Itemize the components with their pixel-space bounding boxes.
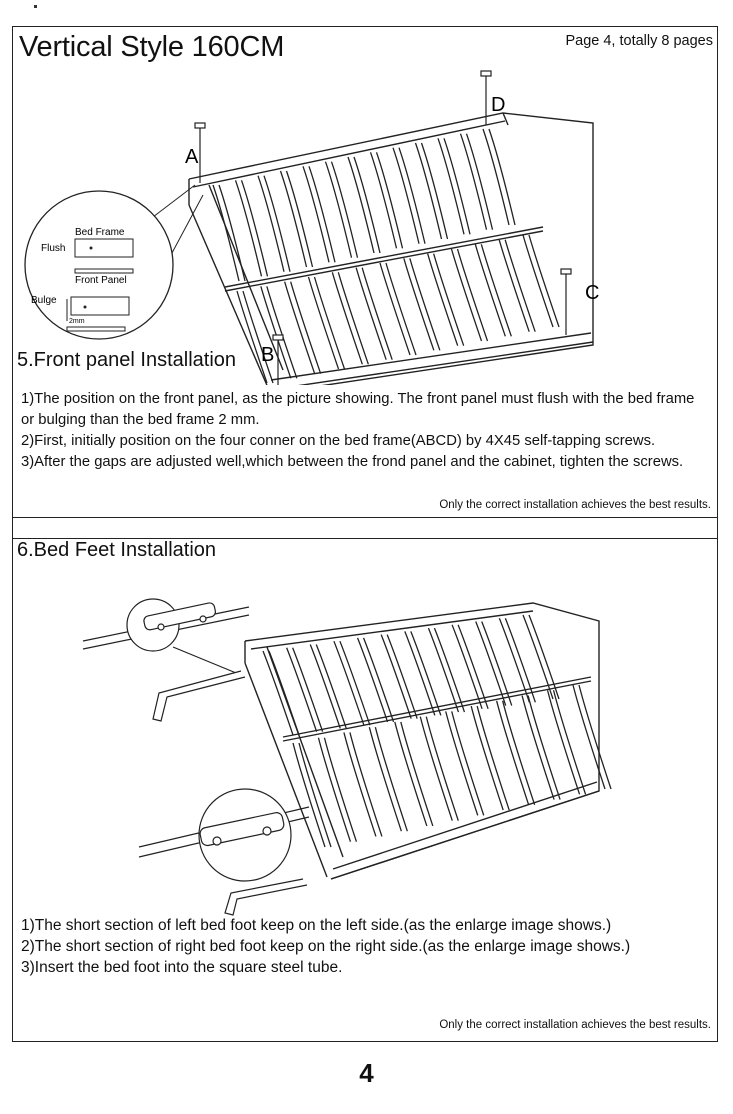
bed-frame-label: Bed Frame xyxy=(75,227,125,238)
page-frame: Vertical Style 160CM Page 4, totally 8 p… xyxy=(12,26,718,1042)
point-a-label: A xyxy=(185,146,199,168)
section-6-instructions: 1)The short section of left bed foot kee… xyxy=(21,915,711,978)
section-divider-1 xyxy=(13,517,717,518)
section-divider-2 xyxy=(13,538,717,539)
bulge-label: Bulge xyxy=(31,295,57,306)
section-5-heading: 5.Front panel Installation xyxy=(17,349,237,371)
right-foot-callout xyxy=(138,788,310,916)
gap-label: 2mm xyxy=(69,318,85,325)
section-5-note: Only the correct installation achieves t… xyxy=(439,499,711,511)
front-panel-label: Front Panel xyxy=(75,275,127,286)
section-5-step-3: 3)After the gaps are adjusted well,which… xyxy=(21,454,684,470)
flush-callout: Bed Frame Flush Front Panel Bulge 2mm xyxy=(24,184,204,340)
section-5-step-2: 2)First, initially position on the four … xyxy=(21,433,656,449)
page-title: Vertical Style 160CM xyxy=(19,31,285,63)
scan-mark xyxy=(34,5,37,8)
section-5-step-1: 1)The position on the front panel, as th… xyxy=(21,391,695,428)
page-number: 4 xyxy=(359,1058,374,1088)
section-6-heading: 6.Bed Feet Installation xyxy=(17,539,217,561)
bed-feet-illustration xyxy=(82,598,612,916)
flush-label: Flush xyxy=(41,243,65,254)
left-foot-callout xyxy=(82,598,250,722)
section-6-step-2: 2)The short section of right bed foot ke… xyxy=(21,938,631,955)
front-panel-illustration: A B C D Bed Frame Flush Front Panel Bulg… xyxy=(24,70,599,385)
section-6-note: Only the correct installation achieves t… xyxy=(439,1019,711,1031)
section-5-instructions: 1)The position on the front panel, as th… xyxy=(21,389,711,473)
point-c-label: C xyxy=(585,282,599,304)
section-6-step-3: 3)Insert the bed foot into the square st… xyxy=(21,959,343,976)
point-b-label: B xyxy=(261,344,274,366)
page-count: Page 4, totally 8 pages xyxy=(565,33,713,49)
point-d-label: D xyxy=(491,94,505,116)
section-6-step-1: 1)The short section of left bed foot kee… xyxy=(21,917,612,934)
